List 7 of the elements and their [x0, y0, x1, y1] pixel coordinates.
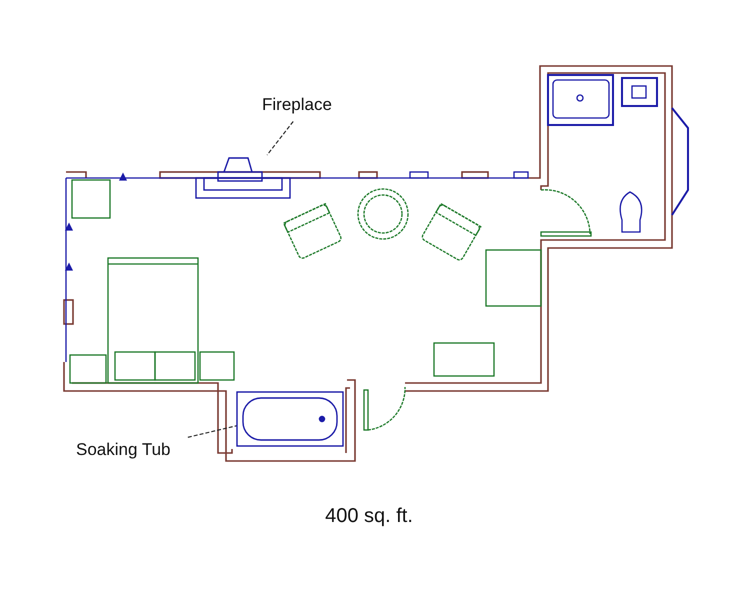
fireplace-drawing [196, 155, 290, 198]
leader-line [266, 121, 294, 156]
callout-label: Fireplace [262, 95, 332, 115]
area-note: 400 sq. ft. [325, 505, 413, 527]
callout-label: Soaking Tub [76, 440, 171, 460]
leader-line [188, 425, 238, 438]
bathtub-drawing [237, 392, 343, 446]
